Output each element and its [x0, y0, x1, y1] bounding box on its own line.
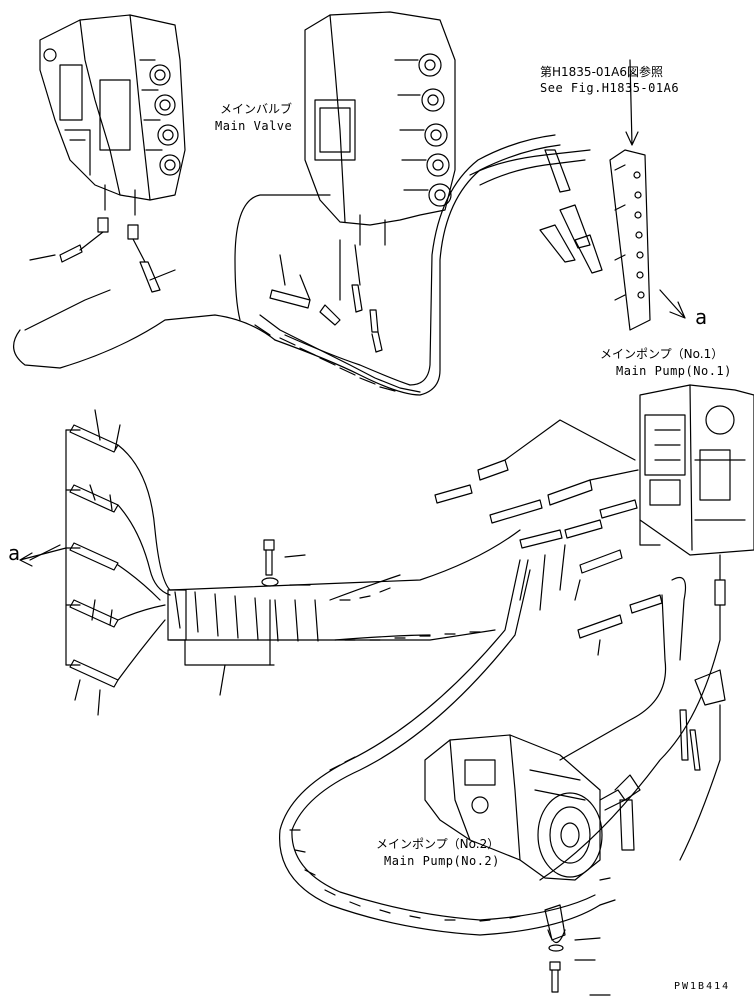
main-pump-1-label-jp: メインポンプ（No.1）	[600, 347, 724, 361]
fittings-bottom	[544, 799, 635, 996]
main-valve-left	[39, 14, 186, 216]
main-pump-2	[424, 734, 641, 881]
ref-label-a-right: a	[695, 305, 708, 329]
see-fig-label-en: See Fig.H1835-01A6	[540, 81, 680, 95]
main-pump-1-label-en: Main Pump(No.1)	[616, 364, 732, 378]
fittings-center-middle	[434, 419, 663, 656]
main-pump-1	[639, 384, 754, 556]
bracket-right-top	[539, 59, 686, 331]
main-valve-label-en: Main Valve	[215, 119, 293, 133]
main-pump-2-label-jp: メインポンプ（No.2）	[376, 837, 500, 851]
ref-arrow-left-a	[29, 544, 61, 561]
ref-label-a-left: a	[8, 541, 21, 565]
fittings-left-valve	[29, 217, 176, 293]
hose-routing-right	[278, 554, 726, 936]
drawing-code: PW1B414	[674, 981, 731, 992]
see-fig-label-jp: 第H1835-01A6図参照	[540, 65, 664, 79]
hose-routing-top	[13, 134, 591, 396]
hose-bundle-left	[117, 444, 521, 681]
fitting-column-left	[19, 409, 121, 716]
main-valve-label-jp: メインバルブ	[220, 102, 293, 116]
main-valve-center	[304, 11, 456, 246]
fittings-center-valve	[269, 239, 383, 353]
bolt-washer-left	[184, 539, 311, 696]
main-pump-2-label-en: Main Pump(No.2)	[384, 854, 500, 868]
